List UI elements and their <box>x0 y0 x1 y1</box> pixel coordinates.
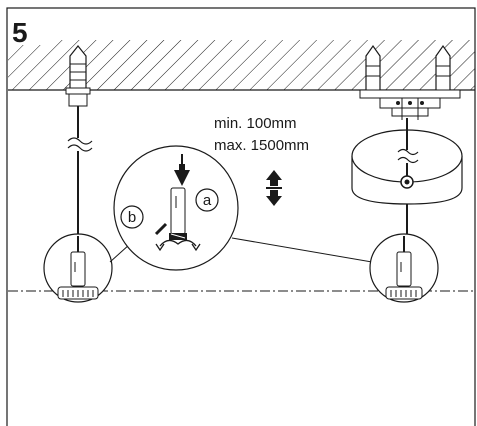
wall-plug-icon <box>65 45 91 107</box>
diagram-frame <box>6 7 476 426</box>
spring-clip-icon <box>155 239 201 252</box>
canopy <box>351 118 463 205</box>
down-arrow-icon <box>174 154 190 186</box>
detail-callout: a b <box>113 145 239 271</box>
step-number: 5 <box>12 17 28 48</box>
max-distance-label: max. 1500mm <box>214 137 309 154</box>
left-suspension <box>43 45 113 303</box>
double-arrow-icon <box>266 170 282 206</box>
detail-leader-right <box>231 237 373 263</box>
label-b: b <box>128 209 136 226</box>
min-distance-label: min. 100mm <box>214 115 297 132</box>
cable-gripper-left <box>43 233 113 303</box>
cable-gripper-right <box>369 233 439 303</box>
detail-leader-left <box>109 243 131 263</box>
cable-icon <box>67 106 93 240</box>
label-a: a <box>203 192 212 209</box>
right-suspension <box>351 44 463 303</box>
wall-plug-icon <box>365 44 451 95</box>
mounting-bracket <box>359 89 461 120</box>
label-a-circle <box>195 188 219 212</box>
label-b-circle <box>120 205 144 229</box>
